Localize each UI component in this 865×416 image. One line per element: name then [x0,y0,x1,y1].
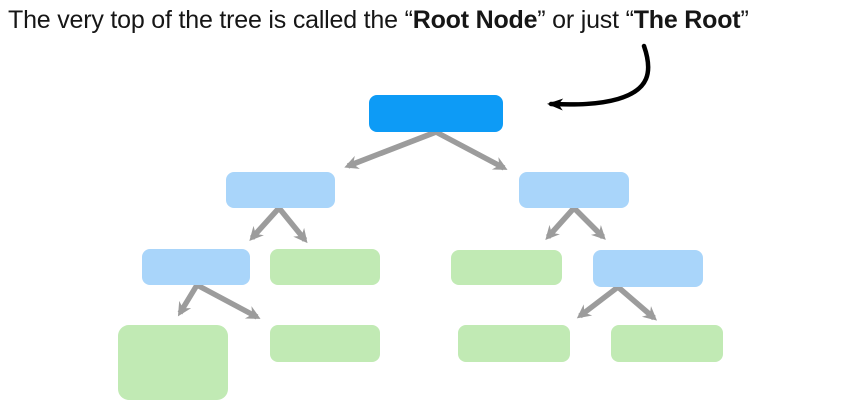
tree-node-level2-left [226,172,335,208]
tree-edges-group [177,129,658,321]
tree-edge-level2-right-to-level3-4 [572,206,606,240]
tree-edge-level2-right-to-level3-3 [545,206,577,240]
caption-text: The very top of the tree is called the “ [8,6,413,34]
tree-node-level4-3 [458,325,570,362]
tree-nodes-group [118,95,723,400]
tree-node-level3-1 [142,249,250,285]
tree-node-level3-3 [451,250,562,285]
tree-node-level4-4 [611,325,723,362]
caption-bold-the-root: The Root [633,6,741,34]
tree-edge-level3-4-to-level4-3 [576,284,620,319]
tree-edge-level2-left-to-level3-2 [276,206,308,244]
tree-edge-level3-1-to-level4-2 [195,282,261,320]
tree-node-level2-right [519,172,629,208]
tree-node-level3-4 [593,250,703,287]
caption-text: ” or just “ [537,6,634,34]
annotation-arrow-group [547,43,651,111]
tree-node-level4-1 [118,325,228,400]
caption-bold-root-node: Root Node [412,6,538,34]
caption-text: ” [740,6,749,34]
caption: The very top of the tree is called the “… [8,5,749,35]
tree-edge-level2-left-to-level3-1 [249,206,282,241]
tree-node-root [369,95,503,132]
tree-node-level4-2 [270,325,380,362]
root-pointer-arrow-icon [547,43,651,111]
tree-edge-level3-1-to-level4-1 [177,283,200,317]
tree-node-level3-2 [270,249,380,285]
tree-edge-root-to-level2-right [434,129,508,171]
tree-edge-root-to-level2-left [344,129,437,169]
tree-edge-level3-4-to-level4-4 [616,284,658,321]
